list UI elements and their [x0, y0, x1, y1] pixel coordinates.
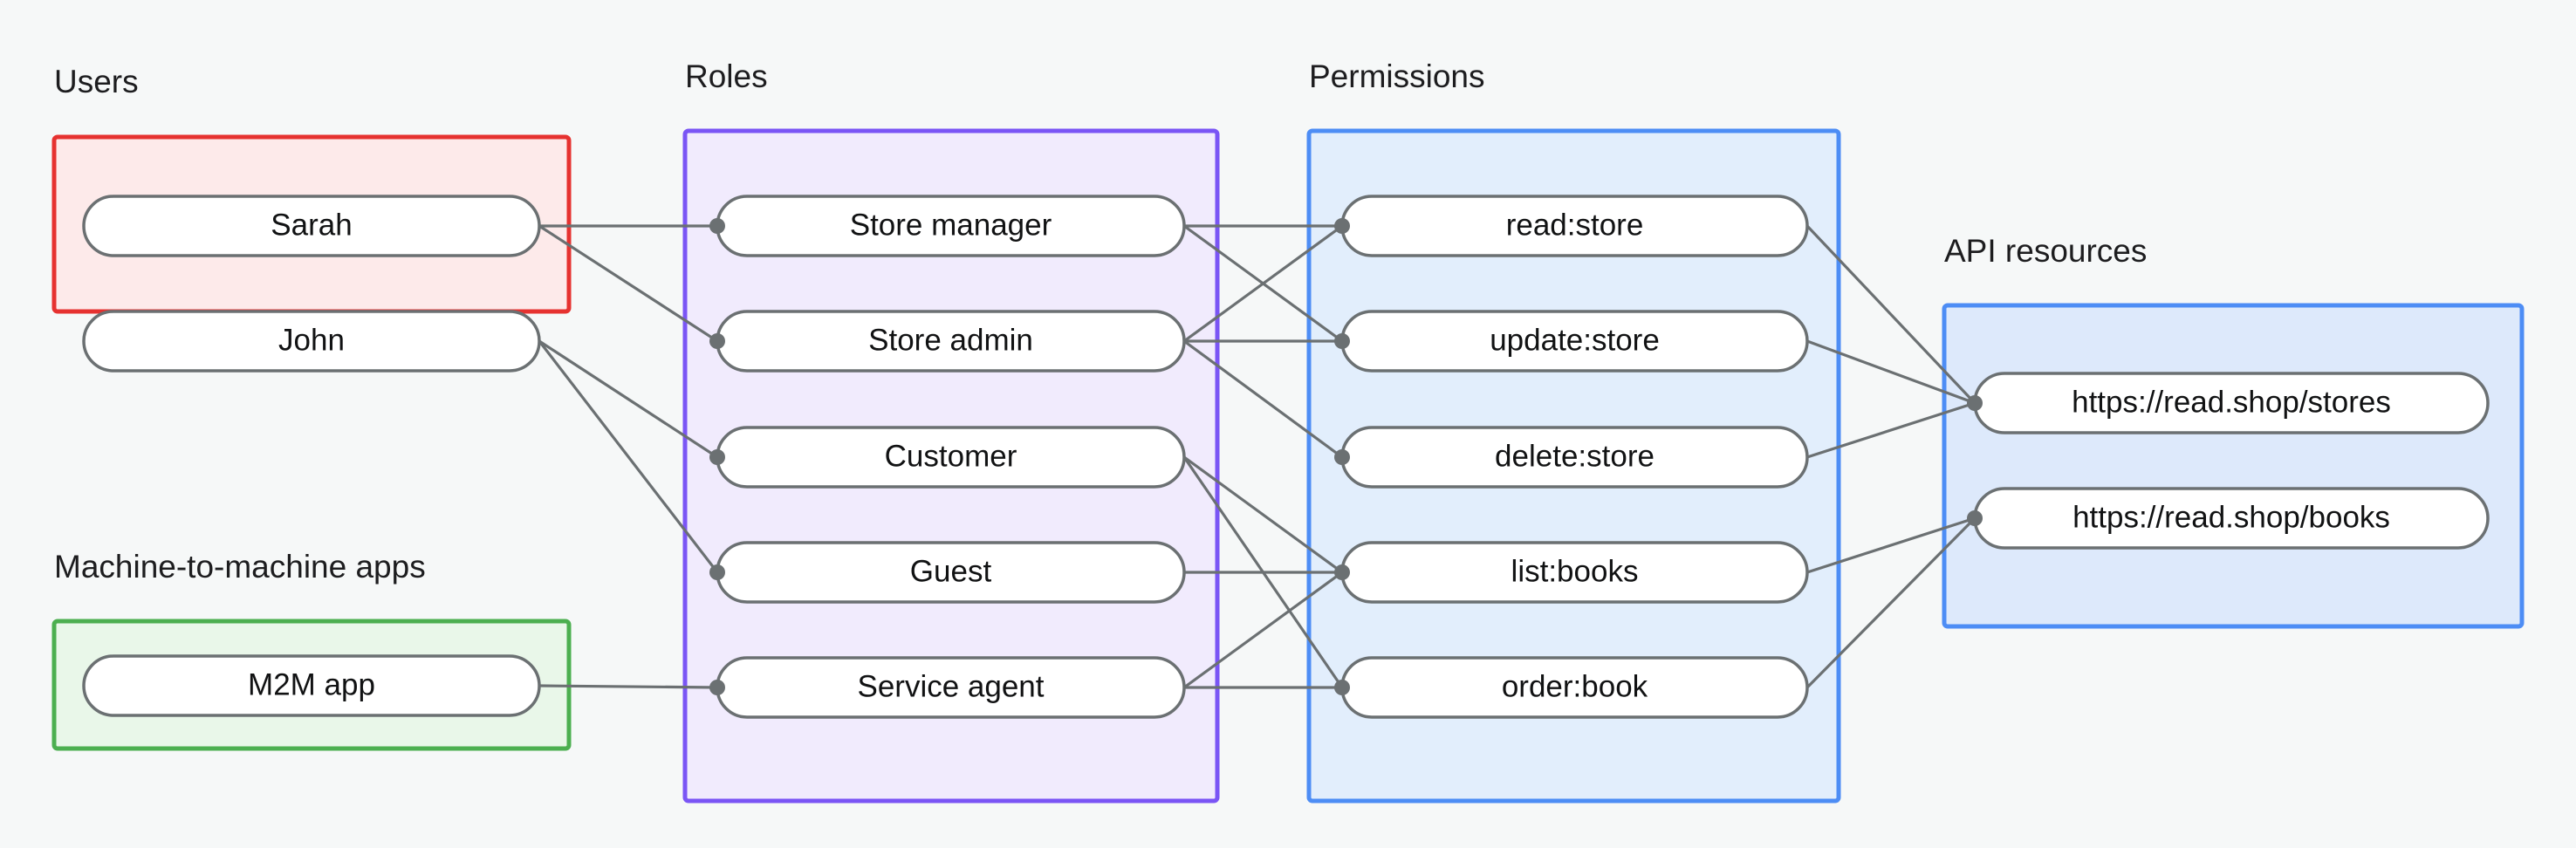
node-label-service_agent: Service agent	[857, 669, 1044, 703]
edge-john-to-customer	[538, 339, 718, 459]
edge-endpoint-dot-store_manager	[709, 218, 725, 234]
edge-store_admin-to-read_store	[1183, 224, 1343, 343]
node-john[interactable]: John	[82, 310, 541, 373]
edge-john-to-guest	[538, 340, 719, 573]
node-label-order_book: order:book	[1502, 669, 1648, 703]
node-label-m2mapp: M2M app	[248, 667, 375, 701]
edge-endpoint-dot-delete_store	[1334, 449, 1350, 465]
edge-endpoint-dot-service_agent	[709, 680, 725, 695]
edge-customer-to-list_books	[1183, 455, 1343, 574]
node-m2mapp[interactable]: M2M app	[82, 654, 541, 717]
node-label-store_admin: Store admin	[868, 323, 1033, 357]
group-label-users: Users	[54, 64, 139, 99]
node-order_book[interactable]: order:book	[1340, 656, 1809, 719]
node-store_admin[interactable]: Store admin	[716, 310, 1186, 373]
node-pill-m2mapp[interactable]	[82, 654, 541, 717]
node-label-update_store: update:store	[1490, 323, 1660, 357]
node-label-res_stores: https://read.shop/stores	[2072, 385, 2391, 419]
edge-order_book-to-res_books	[1805, 516, 1977, 689]
node-label-delete_store: delete:store	[1495, 439, 1655, 473]
node-service_agent[interactable]: Service agent	[716, 656, 1186, 719]
node-update_store[interactable]: update:store	[1340, 310, 1809, 373]
group-label-m2m: Machine-to-machine apps	[54, 549, 426, 585]
edge-store_admin-to-delete_store	[1183, 339, 1343, 459]
edge-update_store-to-res_stores	[1806, 339, 1976, 405]
node-sarah[interactable]: Sarah	[82, 195, 541, 257]
edge-endpoint-dot-read_store	[1334, 218, 1350, 234]
edge-read_store-to-res_stores	[1805, 224, 1977, 405]
node-label-customer: Customer	[885, 439, 1017, 473]
node-res_books[interactable]: https://read.shop/books	[1973, 487, 2490, 550]
group-label-permissions: Permissions	[1309, 58, 1485, 94]
node-label-guest: Guest	[910, 554, 992, 588]
group-label-roles: Roles	[685, 58, 768, 94]
edge-endpoint-dot-list_books	[1334, 564, 1350, 580]
node-res_stores[interactable]: https://read.shop/stores	[1973, 372, 2490, 434]
node-label-list_books: list:books	[1511, 554, 1639, 588]
node-read_store[interactable]: read:store	[1340, 195, 1809, 257]
edge-endpoint-dot-store_admin	[709, 333, 725, 349]
node-guest[interactable]: Guest	[716, 541, 1186, 604]
node-label-read_store: read:store	[1506, 208, 1644, 242]
edge-delete_store-to-res_stores	[1806, 401, 1976, 459]
edge-endpoint-dot-res_books	[1967, 510, 1983, 526]
edge-list_books-to-res_books	[1806, 516, 1976, 574]
edge-service_agent-to-list_books	[1183, 571, 1343, 689]
edge-endpoint-dot-guest	[709, 564, 725, 580]
edge-m2mapp-to-service_agent	[538, 684, 718, 689]
edge-endpoint-dot-order_book	[1334, 680, 1350, 695]
group-box-api_resources	[1942, 303, 2525, 629]
node-label-store_manager: Store manager	[850, 208, 1052, 242]
node-list_books[interactable]: list:books	[1340, 541, 1809, 604]
node-label-john: John	[278, 323, 345, 357]
edges-layer	[538, 224, 1977, 689]
node-label-sarah: Sarah	[271, 208, 352, 242]
node-pill-john[interactable]	[82, 310, 541, 373]
node-delete_store[interactable]: delete:store	[1340, 426, 1809, 489]
group-label-api_resources: API resources	[1944, 233, 2147, 269]
edge-sarah-to-store_admin	[538, 224, 718, 343]
edge-endpoint-dot-update_store	[1334, 333, 1350, 349]
edge-endpoint-dot-res_stores	[1967, 395, 1983, 411]
edge-endpoint-dot-customer	[709, 449, 725, 465]
node-store_manager[interactable]: Store manager	[716, 195, 1186, 257]
node-label-res_books: https://read.shop/books	[2072, 500, 2390, 534]
node-customer[interactable]: Customer	[716, 426, 1186, 489]
edge-endpoint-dots-layer	[709, 218, 1983, 695]
node-pill-sarah[interactable]	[82, 195, 541, 257]
